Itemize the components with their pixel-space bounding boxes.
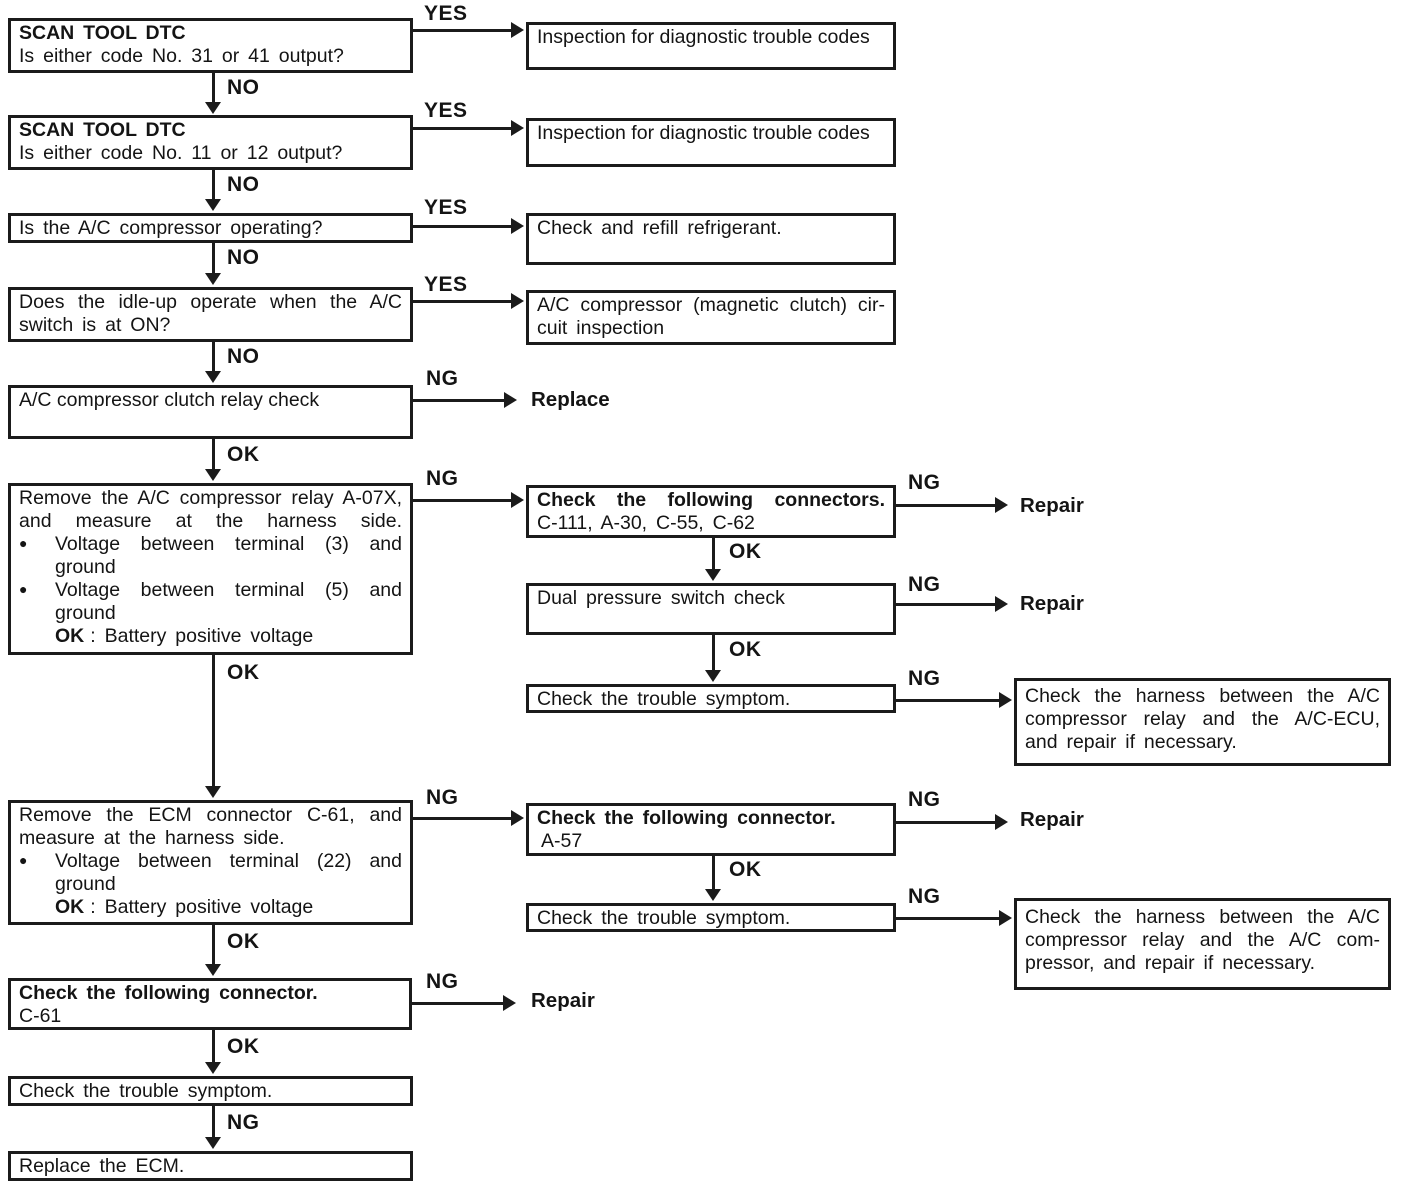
label-ok-ecm-measure: OK [227, 930, 260, 953]
arrow-ng-harness-compressor [896, 910, 1012, 926]
flow-box-connector-c61: Check the following connector. C-61 [8, 978, 412, 1030]
arrow-no-1 [205, 73, 221, 114]
arrow-yes-3 [413, 218, 524, 234]
action-replace: Replace [531, 388, 610, 411]
bullet-item: Voltage between terminal (5) and ground [19, 579, 402, 625]
flow-box-compressor-operating: Is the A/C compressor operating? [8, 213, 413, 243]
arrow-yes-2 [413, 120, 524, 136]
label-ok-relay-check: OK [227, 443, 260, 466]
label-ok-dual-pressure: OK [729, 638, 762, 661]
action-repair-3: Repair [1020, 808, 1084, 831]
arrow-no-4 [205, 342, 221, 383]
flow-box-trouble-symptom-3: Check the trouble symptom. [8, 1076, 413, 1106]
box-title: SCAN TOOL DTC [19, 22, 186, 44]
arrow-ok-relay-check [205, 439, 221, 481]
label-no-2: NO [227, 173, 260, 196]
label-yes-1: YES [424, 2, 468, 25]
arrow-ng-repair-1 [896, 497, 1008, 513]
arrow-ok-connectors [705, 538, 721, 581]
label-yes-3: YES [424, 196, 468, 219]
arrow-ok-connector-a57 [705, 856, 721, 901]
flow-box-check-connectors: Check the following connectors. C-111, A… [526, 485, 896, 538]
flow-box-replace-ecm: Replace the ECM. [8, 1151, 413, 1181]
arrow-yes-1 [413, 22, 524, 38]
arrow-ng-harness-ecu [896, 692, 1012, 708]
ok-spec-line: OK: Battery positive voltage [55, 625, 314, 647]
arrow-ng-trouble-3 [205, 1105, 221, 1149]
label-ng-harness-compressor: NG [908, 885, 941, 908]
arrow-ok-relay-measure [205, 655, 221, 798]
flow-box-ecm-measure: Remove the ECM connector C-61, and measu… [8, 800, 413, 925]
bullet-item: Voltage between terminal (3) and ground [19, 533, 402, 579]
bullet-icon [19, 579, 55, 625]
box-question: Is either code No. 31 or 41 output? [19, 45, 344, 67]
label-ng-trouble-3: NG [227, 1111, 260, 1134]
arrow-ng-repair-2 [896, 596, 1008, 612]
label-no-3: NO [227, 246, 260, 269]
flow-box-trouble-symptom-2: Check the trouble symptom. [526, 903, 896, 932]
label-ng-repair-3: NG [908, 788, 941, 811]
label-yes-2: YES [424, 99, 468, 122]
label-ng-harness-ecu: NG [908, 667, 941, 690]
flow-box-idle-up: Does the idle-up operate when the A/C sw… [8, 287, 413, 342]
arrow-ok-ecm-measure [205, 925, 221, 976]
action-repair-1: Repair [1020, 494, 1084, 517]
flow-box-scan-dtc-11-12: SCAN TOOL DTC Is either code No. 11 or 1… [8, 115, 413, 170]
arrow-yes-4 [413, 293, 524, 309]
flow-box-relay-check: A/C compressor clutch relay check [8, 385, 413, 439]
flow-box-inspect-dtc-1: Inspection for diagnostic trouble codes [526, 22, 896, 70]
label-ng-ecm-measure: NG [426, 786, 459, 809]
flow-box-harness-compressor: Check the harness between the A/C compre… [1014, 898, 1391, 990]
label-ng-repair-1: NG [908, 471, 941, 494]
flow-box-harness-ecu: Check the harness between the A/C compre… [1014, 678, 1391, 766]
label-ok-connectors: OK [729, 540, 762, 563]
box-question: Is either code No. 11 or 12 output? [19, 142, 343, 164]
flow-box-refill-refrigerant: Check and refill refrigerant. [526, 213, 896, 265]
label-ng-relay-measure: NG [426, 467, 459, 490]
flow-box-inspect-dtc-2: Inspection for diagnostic trouble codes [526, 118, 896, 167]
flow-box-magnetic-clutch-circuit: A/C compressor (magnetic clutch) cir- cu… [526, 290, 896, 345]
arrow-ng-relay-measure [413, 492, 524, 508]
label-ng-replace: NG [426, 367, 459, 390]
arrow-ng-repair-4 [412, 995, 516, 1011]
flow-box-trouble-symptom-1: Check the trouble symptom. [526, 684, 896, 713]
bullet-item: Voltage between terminal (22) and ground [19, 850, 402, 896]
flow-box-scan-dtc-31-41: SCAN TOOL DTC Is either code No. 31 or 4… [8, 18, 413, 73]
box-title: SCAN TOOL DTC [19, 119, 186, 141]
label-ng-connector-c61: NG [426, 970, 459, 993]
bullet-icon [19, 850, 55, 896]
action-repair-4: Repair [531, 989, 595, 1012]
arrow-ng-replace [413, 392, 517, 408]
flow-box-dual-pressure-switch: Dual pressure switch check [526, 583, 896, 635]
label-ng-repair-2: NG [908, 573, 941, 596]
label-ok-relay-measure: OK [227, 661, 260, 684]
arrow-ng-ecm-measure [413, 810, 524, 826]
label-ok-connector-c61: OK [227, 1035, 260, 1058]
arrow-no-3 [205, 243, 221, 285]
arrow-ok-connector-c61 [205, 1030, 221, 1074]
arrow-no-2 [205, 170, 221, 211]
action-repair-2: Repair [1020, 592, 1084, 615]
flow-box-connector-a57: Check the following connector. A-57 [526, 803, 896, 856]
bullet-icon [19, 533, 55, 579]
label-no-1: NO [227, 76, 260, 99]
flow-box-relay-measure: Remove the A/C compressor relay A-07X, a… [8, 483, 413, 655]
label-ok-connector-a57: OK [729, 858, 762, 881]
label-yes-4: YES [424, 273, 468, 296]
arrow-ok-dual-pressure [705, 635, 721, 682]
label-no-4: NO [227, 345, 260, 368]
arrow-ng-repair-3 [896, 814, 1008, 830]
ok-spec-line: OK: Battery positive voltage [55, 896, 314, 918]
